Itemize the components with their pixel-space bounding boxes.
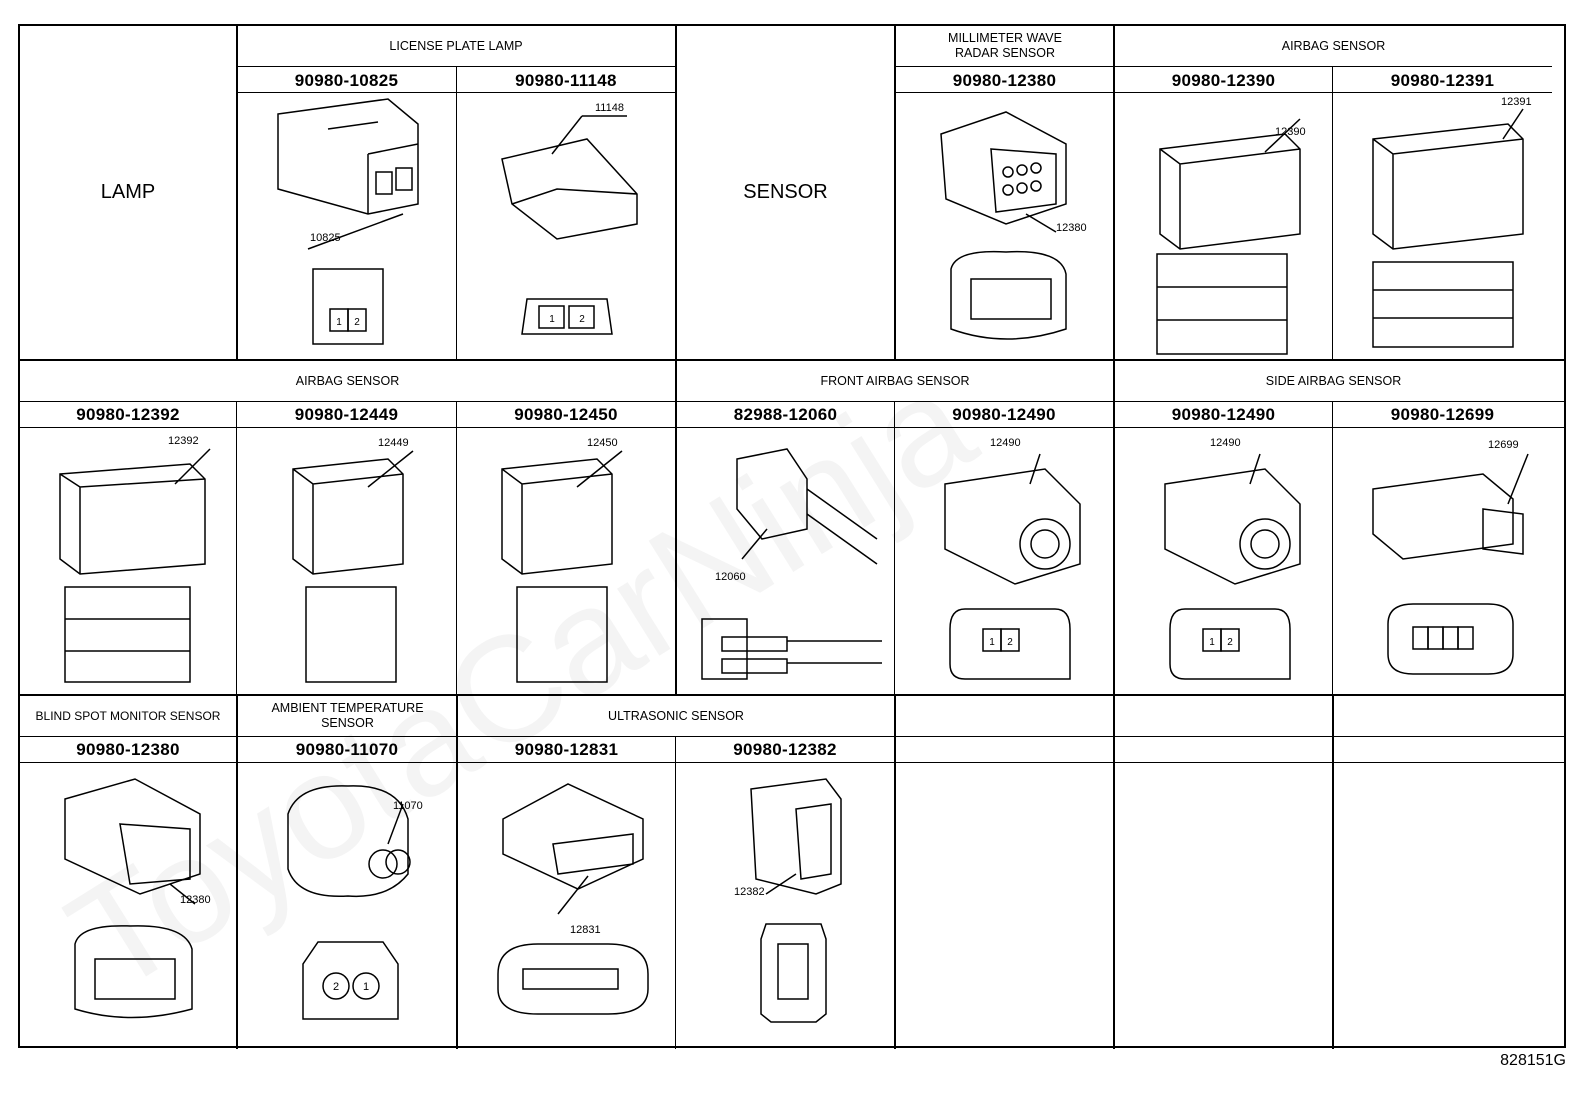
part-number: 90980-12490: [952, 405, 1056, 424]
part-number: 90980-12450: [514, 405, 618, 424]
callout-label: 11070: [393, 800, 423, 812]
footer-code: 828151G: [1500, 1052, 1566, 1069]
part-number: 90980-12699: [1390, 405, 1495, 424]
part-number: 90980-12392: [76, 405, 180, 424]
connector-drawing: 12449: [238, 429, 456, 694]
callout-label: 12391: [1501, 96, 1532, 108]
svg-text:1: 1: [336, 317, 342, 328]
part-number: 90980-11070: [295, 740, 399, 759]
callout-label: 12060: [715, 571, 746, 583]
connector-drawing: 1 2 11148: [457, 94, 675, 359]
callout-label: 11148: [595, 102, 624, 114]
connector-drawing: 12380: [896, 94, 1113, 359]
airbag-sensor-label-mid: AIRBAG SENSOR: [295, 373, 400, 388]
part-number: 90980-12490: [1171, 405, 1276, 424]
airbag-sensor-label-top: AIRBAG SENSOR: [1281, 38, 1386, 53]
connector-drawing: 12391: [1333, 94, 1552, 359]
svg-text:2: 2: [1227, 637, 1233, 648]
callout-label: 12490: [1210, 437, 1241, 449]
svg-text:1: 1: [549, 314, 555, 325]
connector-drawing: 1 2 12490: [895, 429, 1113, 694]
front-airbag-sensor-label: FRONT AIRBAG SENSOR: [820, 373, 970, 388]
callout-label: 12831: [570, 924, 601, 936]
connector-drawing: 12060: [677, 429, 894, 694]
connector-drawing: 12390: [1115, 94, 1332, 359]
sensor-category-label: SENSOR: [743, 181, 828, 203]
callout-label: 12449: [378, 437, 409, 449]
connector-drawing: 1 2 10825: [238, 94, 456, 359]
part-number: 90980-12390: [1171, 71, 1276, 90]
blind-spot-monitor-label: BLIND SPOT MONITOR SENSOR: [35, 708, 221, 723]
part-number: 90980-12380: [952, 71, 1057, 90]
svg-text:2: 2: [579, 314, 585, 325]
connector-drawing: 2 1 11070: [238, 764, 456, 1048]
part-number: 90980-12449: [294, 405, 399, 424]
svg-text:1: 1: [989, 637, 995, 648]
part-number: 82988-12060: [733, 405, 838, 424]
ultrasonic-sensor-label: ULTRASONIC SENSOR: [608, 708, 744, 723]
callout-label: 12390: [1275, 126, 1306, 138]
license-plate-lamp-label: LICENSE PLATE LAMP: [389, 38, 523, 53]
connector-drawing: 12450: [457, 429, 675, 694]
lamp-category-label: LAMP: [100, 181, 156, 203]
callout-label: 12380: [180, 894, 211, 906]
ambient-temperature-label: AMBIENT TEMPERATURE SENSOR: [271, 701, 424, 730]
svg-text:2: 2: [354, 317, 360, 328]
connector-drawing: 12699: [1333, 429, 1552, 694]
callout-label: 12490: [990, 437, 1021, 449]
connector-drawing: 12382: [676, 764, 894, 1048]
callout-label: 10825: [310, 232, 341, 244]
callout-label: 12699: [1488, 439, 1519, 451]
connector-drawing: 12831: [458, 764, 675, 1048]
svg-text:2: 2: [333, 981, 339, 993]
connector-drawing: 12380: [20, 764, 236, 1048]
svg-text:2: 2: [1007, 637, 1013, 648]
part-number: 90980-11148: [515, 71, 617, 90]
part-number: 90980-10825: [294, 71, 399, 90]
callout-label: 12392: [168, 435, 199, 447]
part-number: 90980-12382: [733, 740, 837, 759]
connector-drawing: 12392: [20, 429, 236, 694]
millimeter-wave-radar-label: MILLIMETER WAVE RADAR SENSOR: [948, 31, 1062, 60]
svg-text:1: 1: [1209, 637, 1215, 648]
connector-drawing: 1 2 12490: [1115, 429, 1332, 694]
svg-text:1: 1: [363, 981, 369, 993]
callout-label: 12450: [587, 437, 618, 449]
part-number: 90980-12391: [1390, 71, 1495, 90]
connector-table: LAMP LICENSE PLATE LAMP SENSOR MILLIMETE…: [18, 24, 1566, 1049]
part-number: 90980-12831: [514, 740, 619, 759]
callout-label: 12382: [734, 886, 765, 898]
part-number: 90980-12380: [76, 740, 180, 759]
callout-label: 12380: [1056, 222, 1087, 234]
side-airbag-sensor-label: SIDE AIRBAG SENSOR: [1265, 373, 1402, 388]
